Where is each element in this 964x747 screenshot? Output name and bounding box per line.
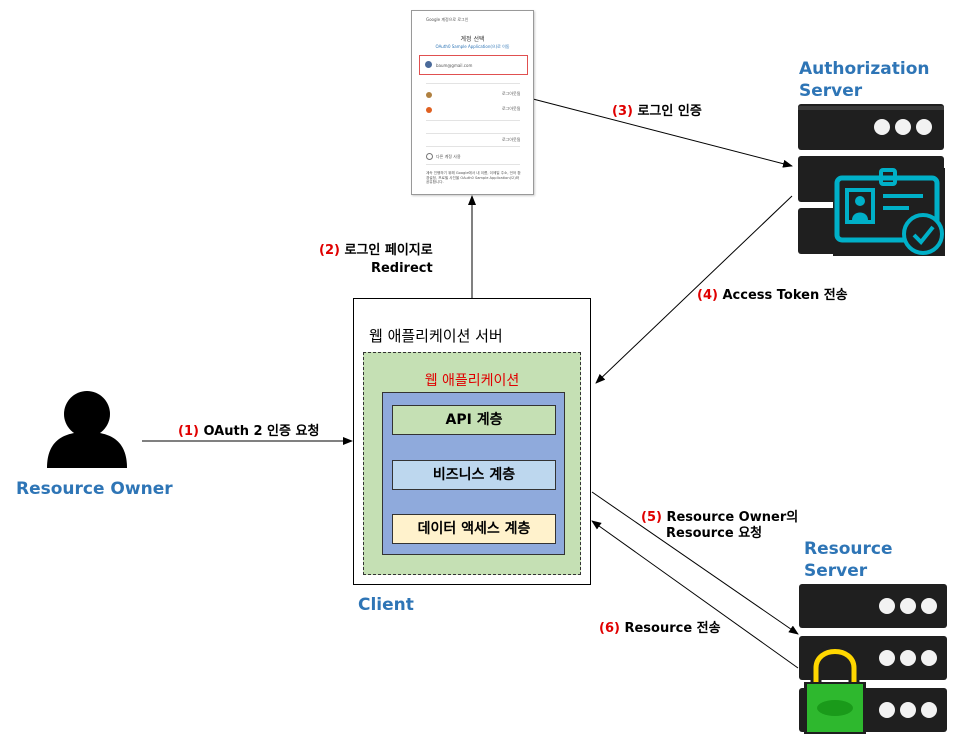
authorization-server-label-line1: Authorization bbox=[799, 59, 930, 79]
login-page-notice: 계속 진행하기 위해 Google에서 내 이름, 이메일 주소, 언어 환경설… bbox=[426, 171, 521, 185]
authorization-server-icon bbox=[798, 104, 945, 256]
client-label: Client bbox=[358, 595, 414, 615]
step-5-number: (5) bbox=[641, 510, 662, 525]
step-2-number: (2) bbox=[319, 243, 340, 258]
login-page-subtitle: OAuth0 Sample Application(으)로 이동 bbox=[435, 44, 510, 49]
step-3-label: (3) 로그인 인증 bbox=[612, 104, 702, 120]
resource-server-label-line2: Server bbox=[804, 561, 868, 581]
step-3-text: 로그인 인증 bbox=[637, 104, 702, 119]
business-layer: 비즈니스 계층 bbox=[392, 460, 556, 490]
step-3-number: (3) bbox=[612, 104, 633, 119]
step-1-number: (1) bbox=[178, 424, 199, 439]
step-5-label: (5) Resource Owner의 Resource 요청 bbox=[641, 510, 798, 542]
web-application-title: 웹 애플리케이션 bbox=[424, 373, 520, 389]
data-access-layer: 데이터 액세스 계층 bbox=[392, 514, 556, 544]
step-5-text-line2: Resource 요청 bbox=[666, 526, 763, 541]
logged-out-status-3: 로그아웃됨 bbox=[502, 137, 521, 142]
arrow-step-6 bbox=[591, 520, 799, 669]
step-6-number: (6) bbox=[599, 621, 620, 636]
step-2-text: 로그인 페이지로 bbox=[344, 243, 433, 258]
api-layer: API 계층 bbox=[392, 405, 556, 435]
google-login-page: Google 계정으로 로그인 계정 선택 OAuth0 Sample Appl… bbox=[411, 10, 534, 195]
step-4-text: Access Token 전송 bbox=[722, 288, 848, 303]
add-account-icon bbox=[426, 153, 433, 160]
step-4-number: (4) bbox=[697, 288, 718, 303]
selected-account-row[interactable] bbox=[419, 55, 528, 75]
step-2-label: (2) 로그인 페이지로 Redirect bbox=[319, 243, 433, 277]
account-email: baum@gmail.com bbox=[436, 63, 473, 68]
arrow-step-3 bbox=[532, 98, 793, 168]
logged-out-status-2: 로그아웃됨 bbox=[502, 106, 521, 111]
authorization-server-label-line2: Server bbox=[799, 81, 863, 101]
account-avatar-icon-3 bbox=[426, 107, 432, 113]
arrow-step-5 bbox=[591, 491, 799, 635]
web-application-server-title: 웹 애플리케이션 서버 bbox=[369, 327, 503, 345]
account-avatar-icon-2 bbox=[426, 92, 432, 98]
login-page-header: Google 계정으로 로그인 bbox=[426, 17, 469, 22]
step-6-label: (6) Resource 전송 bbox=[599, 621, 721, 637]
account-avatar-icon bbox=[425, 61, 432, 68]
id-card-icon bbox=[833, 168, 945, 256]
login-page-title: 계정 선택 bbox=[460, 36, 485, 43]
resource-server-label: Resource Server bbox=[804, 538, 893, 582]
resource-server-icon bbox=[799, 584, 947, 734]
step-1-text: OAuth 2 인증 요청 bbox=[203, 424, 320, 439]
step-1-label: (1) OAuth 2 인증 요청 bbox=[178, 424, 319, 440]
person-icon bbox=[47, 391, 127, 468]
step-4-label: (4) Access Token 전송 bbox=[697, 288, 848, 304]
step-6-text: Resource 전송 bbox=[624, 621, 721, 636]
resource-server-label-line1: Resource bbox=[804, 539, 893, 559]
resource-owner-label: Resource Owner bbox=[16, 479, 173, 499]
step-5-text: Resource Owner의 bbox=[666, 510, 799, 525]
authorization-server-label: Authorization Server bbox=[799, 58, 929, 102]
arrow-step-4 bbox=[595, 195, 793, 384]
lock-icon bbox=[804, 646, 866, 734]
step-2-text-line2: Redirect bbox=[370, 261, 433, 276]
use-other-account-link[interactable]: 다른 계정 사용 bbox=[436, 154, 461, 159]
logged-out-status-1: 로그아웃됨 bbox=[502, 91, 521, 96]
